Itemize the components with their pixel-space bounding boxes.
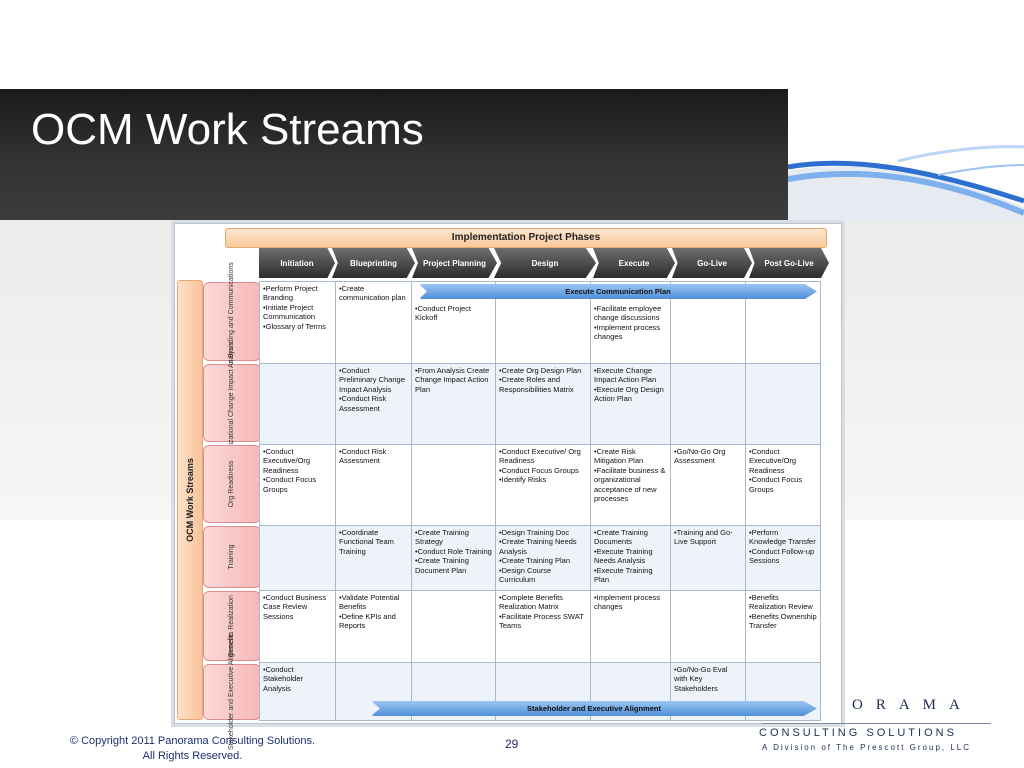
- table-row: •Conduct Preliminary Change Impact Analy…: [259, 363, 821, 445]
- logo-tagline: A Division of The Prescott Group, LLC: [762, 743, 972, 752]
- grid-cell: •Conduct Project Kickoff: [415, 304, 471, 323]
- stream-training: Training: [203, 526, 261, 588]
- stream-project-branding: Project Branding and Communications: [203, 262, 261, 381]
- ocm-work-streams-label: OCM Work Streams: [177, 280, 203, 720]
- grid-cell: •Create Training Strategy •Conduct Role …: [415, 528, 492, 575]
- grid-cell: •Coordinate Functional Team Training: [339, 528, 394, 556]
- work-streams-grid: •Perform Project Branding •Initiate Proj…: [259, 281, 821, 721]
- grid-cell: •Conduct Executive/Org Readiness •Conduc…: [263, 447, 317, 494]
- table-row: •Conduct Executive/Org Readiness •Conduc…: [259, 444, 821, 526]
- grid-cell: •Perform Knowledge Transfer •Conduct Fol…: [749, 528, 816, 566]
- grid-cell: •Training and Go-Live Support: [674, 528, 733, 547]
- stream-stakeholder-alignment: Stakeholder and Executive Alignment: [203, 634, 261, 750]
- grid-cell: •Perform Project Branding •Initiate Proj…: [263, 284, 326, 331]
- grid-cell: •Create Risk Mitigation Plan •Facilitate…: [594, 447, 666, 504]
- stream-benefits-realization: Benefits Realization: [203, 591, 261, 661]
- phase-initiation: Initiation: [259, 248, 335, 278]
- grid-cell: •Conduct Risk Assessment: [339, 447, 387, 466]
- title-bar: OCM Work Streams: [0, 89, 788, 220]
- grid-cell: •Complete Benefits Realization Matrix •F…: [499, 593, 584, 631]
- grid-cell: •From Analysis Create Change Impact Acti…: [415, 366, 490, 394]
- stream-org-readiness: Org Readiness: [203, 445, 261, 523]
- grid-cell: •Conduct Executive/Org Readiness •Conduc…: [749, 447, 803, 494]
- phase-arrows: Initiation Blueprinting Project Planning…: [259, 248, 829, 278]
- table-row: •Conduct Business Case Review Sessions •…: [259, 590, 821, 663]
- grid-cell: •Create Training Documents •Execute Trai…: [594, 528, 653, 585]
- phase-design: Design: [494, 248, 596, 278]
- grid-cell: •Design Training Doc •Create Training Ne…: [499, 528, 577, 585]
- grid-cell: •Execute Change Impact Action Plan •Exec…: [594, 366, 664, 404]
- logo-divider: [762, 723, 991, 724]
- phase-blueprinting: Blueprinting: [332, 248, 415, 278]
- grid-cell: •Create Org Design Plan •Create Roles an…: [499, 366, 582, 394]
- phase-project-planning: Project Planning: [412, 248, 497, 278]
- ocm-work-streams-diagram: Implementation Project Phases Initiation…: [174, 223, 842, 750]
- phase-go-live: Go-Live: [672, 248, 752, 278]
- table-row: •Coordinate Functional Team Training •Cr…: [259, 525, 821, 591]
- grid-cell: •Benefits Realization Review •Benefits O…: [749, 593, 817, 631]
- copyright-notice: © Copyright 2011 Panorama Consulting Sol…: [40, 734, 345, 764]
- grid-cell: •Validate Potential Benefits •Define KPI…: [339, 593, 400, 631]
- grid-cell: •Go/No-Go Org Assessment: [674, 447, 726, 466]
- grid-cell: •Conduct Business Case Review Sessions: [263, 593, 327, 621]
- side-label-text: OCM Work Streams: [185, 458, 195, 542]
- execute-communication-plan-bar: Execute Communication Plan: [419, 284, 817, 299]
- logo-subtitle: CONSULTING SOLUTIONS: [759, 727, 957, 739]
- phase-post-go-live: Post Go-Live: [749, 248, 829, 278]
- phases-header: Implementation Project Phases: [225, 228, 827, 248]
- copyright-line-2: All Rights Reserved.: [142, 750, 243, 762]
- grid-cell: •Create communication plan: [339, 284, 406, 303]
- grid-cell: •Conduct Executive/ Org Readiness •Condu…: [499, 447, 581, 485]
- copyright-line-1: © Copyright 2011 Panorama Consulting Sol…: [69, 735, 316, 747]
- grid-cell: •Implement process changes: [594, 593, 660, 612]
- grid-cell: •Conduct Preliminary Change Impact Analy…: [339, 366, 405, 413]
- page-number: 29: [505, 737, 519, 751]
- stream-change-impact-analysis: Organizational Change Impact Analysis: [203, 342, 261, 464]
- slide-background: [0, 0, 1024, 90]
- grid-cell: •Facilitate employee change discussions …: [594, 304, 662, 342]
- grid-cell: •Go/No-Go Eval with Key Stakeholders: [674, 665, 728, 693]
- company-logo: ORAMA CONSULTING SOLUTIONS A Division of…: [759, 697, 1002, 752]
- swoosh-graphic: [788, 145, 1024, 220]
- slide-title: OCM Work Streams: [31, 105, 424, 154]
- grid-cell: •Conduct Stakeholder Analysis: [263, 665, 304, 693]
- phase-execute: Execute: [593, 248, 675, 278]
- stakeholder-alignment-bar: Stakeholder and Executive Alignment: [371, 701, 817, 716]
- logo-wordmark: ORAMA: [852, 697, 973, 713]
